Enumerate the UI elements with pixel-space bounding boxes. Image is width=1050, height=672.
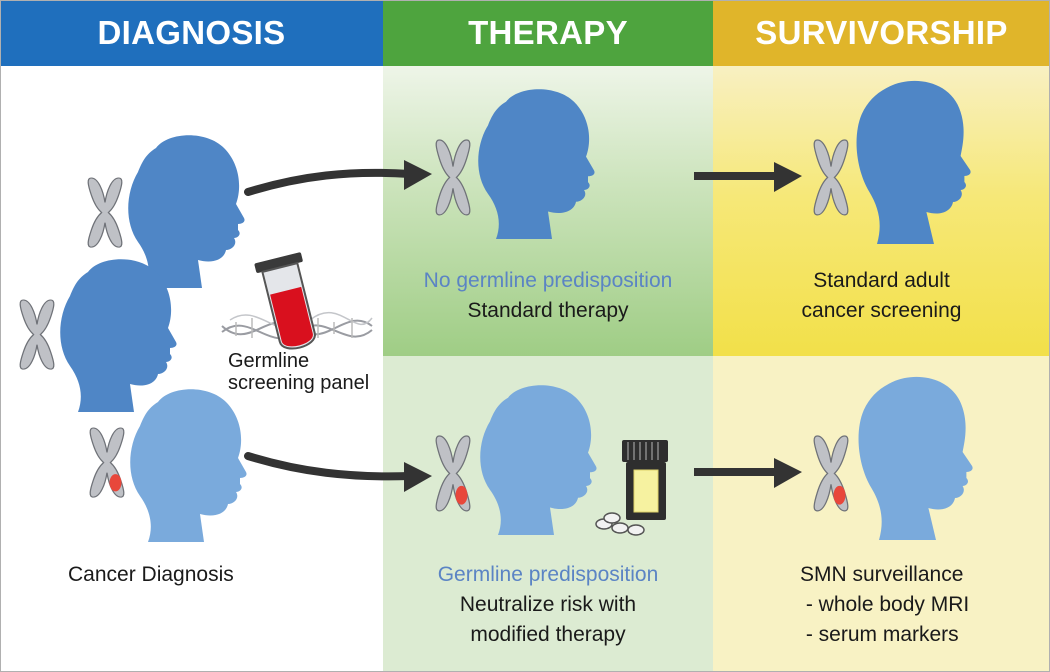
pill-bottle-icon [622,440,668,520]
germline-label-line1: Germline [228,350,310,372]
blood-test-tube-icon [254,252,316,350]
chromosome-mutated-therapy-icon [435,435,471,512]
child-head-middle-icon [60,259,177,412]
arrow-diagnosis-to-therapy-top [244,168,414,196]
therapy-top-text: No germline predisposition Standard ther… [383,266,713,326]
child-head-therapy-bottom-icon [480,385,597,535]
serum-markers-label: - serum markers [800,623,959,646]
child-head-therapy-top-icon [478,89,595,239]
survivorship-header: SURVIVORSHIP [713,0,1050,66]
whole-body-mri-label: - whole body MRI [800,593,970,616]
standard-adult-label: Standard adult [813,269,950,292]
arrowhead-top-1 [404,160,432,190]
chromosome-middle-icon [19,299,55,370]
neutralize-risk-label: Neutralize risk with [459,593,637,616]
cancer-screening-label: cancer screening [801,299,962,322]
arrow-diagnosis-to-therapy-bottom [244,452,414,481]
arrowhead-bottom-2 [774,458,802,488]
child-head-bottom-icon [130,389,247,542]
cancer-diagnosis-caption: Cancer Diagnosis [68,563,234,586]
survivorship-bottom-text: SMN surveillance - whole body MRI - seru… [800,560,969,650]
chromosome-survivorship-top-icon [813,139,849,216]
chromosome-mutated-diagnosis-icon [89,427,125,498]
smn-surveillance-label: SMN surveillance [800,563,964,586]
survivorship-top-text: Standard adult cancer screening [713,266,1050,326]
therapy-bottom-text: Germline predisposition Neutralize risk … [383,560,713,650]
no-germline-label: No germline predisposition [423,269,673,292]
adult-head-survivorship-top-icon [856,80,971,244]
chromosome-top-icon [87,177,123,248]
standard-therapy-label: Standard therapy [467,299,629,322]
diagnosis-header: DIAGNOSIS [0,0,383,66]
arrowhead-bottom-1 [404,462,432,492]
adult-head-survivorship-bottom-icon [858,376,973,540]
germline-predisposition-label: Germline predisposition [437,563,659,586]
chromosome-mutated-survivorship-icon [813,435,849,512]
germline-panel-label: Germline screening panel [228,350,369,394]
germline-label-line2: screening panel [228,372,370,394]
arrowhead-top-2 [774,162,802,192]
therapy-header: THERAPY [383,0,713,66]
pills-icon [595,512,645,536]
chromosome-therapy-top-icon [435,139,471,216]
modified-therapy-label: modified therapy [470,623,626,646]
